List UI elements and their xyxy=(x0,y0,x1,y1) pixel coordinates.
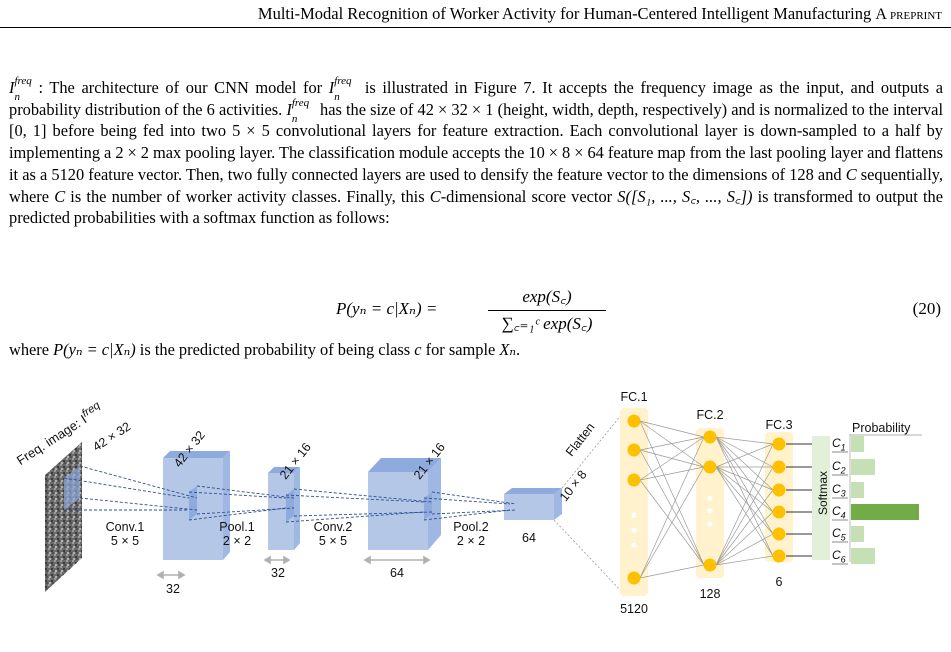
fc-nodes xyxy=(627,414,786,585)
running-head: Multi-Modal Recognition of Worker Activi… xyxy=(258,4,942,24)
class-label-3: C3 xyxy=(832,482,846,499)
fc2-title: FC.2 xyxy=(696,408,724,422)
probability-bar-5 xyxy=(851,526,864,542)
block1-receptive-field xyxy=(189,486,197,520)
block1-depth-label: 32 xyxy=(166,582,180,596)
fc2-units: 128 xyxy=(699,587,721,601)
block1-side xyxy=(223,451,230,560)
fraction-bar xyxy=(488,310,606,311)
block2-top xyxy=(268,467,300,473)
fc3-units: 6 xyxy=(775,575,783,589)
class-label-4: C4 xyxy=(832,504,846,521)
softmax-equation: P(yₙ = c|Xₙ) = exp(S꜀) ∑꜀₌₁ᶜ exp(S꜀) (20… xyxy=(0,286,951,338)
class-label-1: C1 xyxy=(832,436,846,453)
equation-fraction: exp(S꜀) ∑꜀₌₁ᶜ exp(S꜀) xyxy=(482,286,612,335)
block3-front xyxy=(368,472,428,550)
equation-numerator: exp(S꜀) xyxy=(522,287,572,306)
post-equation-text: where P(yₙ = c|Xₙ) is the predicted prob… xyxy=(9,340,521,359)
header-rule xyxy=(0,27,951,28)
equation-denominator: ∑꜀₌₁ᶜ exp(S꜀) xyxy=(501,314,593,333)
fc1-units: 5120 xyxy=(620,602,648,616)
block1-top xyxy=(163,451,230,458)
projection-lines xyxy=(63,465,517,523)
depth-arrows xyxy=(156,555,431,580)
softmax-label: Softmax xyxy=(816,470,830,515)
block4-top xyxy=(504,488,562,494)
block3-depth-label: 64 xyxy=(390,566,404,580)
equation-number: (20) xyxy=(912,299,941,318)
fc1-title: FC.1 xyxy=(620,390,648,404)
fc-connections xyxy=(639,420,774,579)
block2-side xyxy=(294,467,300,550)
block3-receptive-field xyxy=(424,492,432,520)
class-label-5: C5 xyxy=(832,526,846,543)
probability-bar-1 xyxy=(851,436,864,452)
probability-bar-4 xyxy=(851,504,919,520)
softmax-arrows xyxy=(786,443,812,557)
fc2-column xyxy=(696,428,724,578)
input-receptive-field xyxy=(64,466,80,510)
fc1-column xyxy=(620,408,648,596)
block4-front xyxy=(504,494,554,520)
probability-bar-6 xyxy=(851,548,875,564)
probability-title: Probability xyxy=(852,421,911,435)
probability-bar-2 xyxy=(851,459,875,475)
fc3-column xyxy=(765,432,793,562)
probability-bar-3 xyxy=(851,482,864,498)
block3-side xyxy=(428,458,441,550)
softmax-box xyxy=(812,436,830,560)
preprint-tag: A preprint xyxy=(875,6,942,23)
flatten-guides xyxy=(553,413,623,593)
ellipsis-dots xyxy=(631,495,713,548)
architecture-diagram xyxy=(45,408,922,596)
equation-lhs: P(yₙ = c|Xₙ) = xyxy=(336,299,438,318)
class-label-6: C6 xyxy=(832,548,846,565)
probability-bars xyxy=(832,436,919,565)
fc3-title: FC.3 xyxy=(765,418,793,432)
cnn-architecture-figure: Freq. image: Ifreq 42 × 32 42 × 32 21 × … xyxy=(0,380,951,652)
block4-side xyxy=(554,488,562,520)
block2-depth-label: 32 xyxy=(271,566,285,580)
paper-title: Multi-Modal Recognition of Worker Activi… xyxy=(257,4,872,23)
input-image xyxy=(45,442,82,592)
block4-depth-label: 64 xyxy=(522,531,536,545)
block3-top xyxy=(368,458,441,472)
class-label-2: C2 xyxy=(832,459,846,476)
